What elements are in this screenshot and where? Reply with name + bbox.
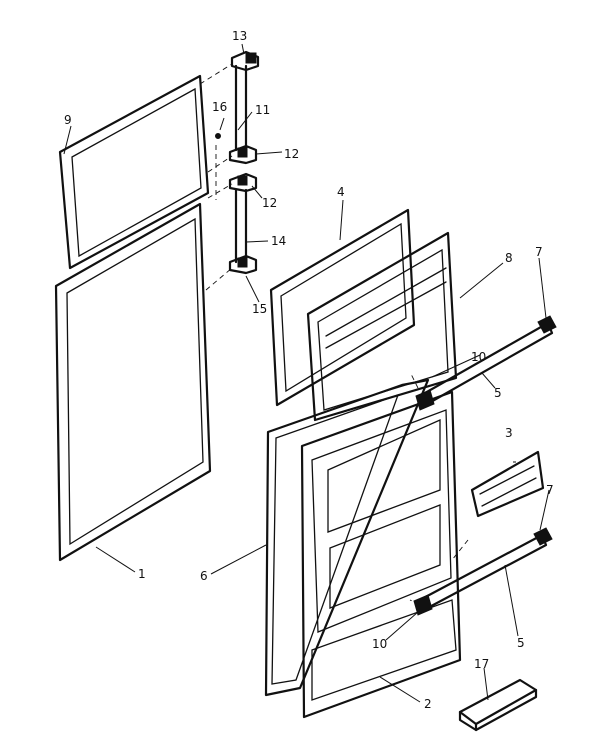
hinge-assembly — [215, 50, 260, 275]
part-7-upper-end-cap — [537, 315, 557, 334]
part-7-lower-end-cap — [533, 527, 553, 546]
label-part-13: 13 — [232, 29, 247, 43]
part-13-top-hinge — [230, 50, 260, 72]
label-part-3: 3 — [505, 426, 513, 440]
part-12-upper-hinge — [228, 144, 258, 165]
part-17-butter-compartment — [458, 678, 538, 732]
label-part-11: 11 — [255, 103, 270, 117]
part-2-fresh-food-door-liner — [300, 390, 462, 719]
label-part-16: 16 — [212, 100, 227, 114]
label-part-12-lower: 12 — [262, 196, 277, 210]
part-4-freezer-door-gasket — [269, 208, 416, 407]
part-11-hinge-pin — [234, 64, 248, 152]
label-part-9: 9 — [64, 113, 72, 127]
label-part-15: 15 — [252, 302, 267, 316]
leader-lines — [63, 43, 550, 703]
part-12-lower-hinge — [228, 172, 258, 193]
part-5-upper-shelf-bar — [416, 321, 554, 409]
part-9-freezer-gasket — [58, 74, 210, 270]
part-16-screw — [215, 133, 221, 139]
label-part-14: 14 — [271, 234, 286, 248]
part-10-lower-end-cap — [413, 594, 433, 616]
label-part-17: 17 — [474, 657, 489, 671]
part-10-upper-end-cap — [415, 389, 435, 411]
label-part-5-lower: 5 — [517, 636, 525, 650]
label-part-8: 8 — [505, 251, 513, 265]
label-part-7-upper: 7 — [535, 245, 543, 259]
label-part-1: 1 — [138, 567, 146, 581]
part-6-fresh-food-door-gasket — [264, 378, 430, 697]
part-3-dairy-bin — [470, 450, 545, 518]
label-part-5-upper: 5 — [494, 386, 502, 400]
alignment-lines — [199, 63, 469, 609]
label-part-10-upper: 10 — [471, 350, 486, 364]
label-part-7-lower: 7 — [546, 483, 554, 497]
part-8-freezer-door-liner — [306, 231, 458, 422]
part-5-lower-shelf-bar — [414, 533, 548, 614]
label-part-2: 2 — [424, 697, 432, 711]
part-1-fresh-food-gasket — [54, 202, 212, 562]
label-part-12-upper: 12 — [284, 147, 299, 161]
part-15-bottom-hinge — [228, 254, 258, 275]
part-14-hinge-pin — [234, 188, 248, 264]
label-part-10-lower: 10 — [372, 637, 387, 651]
label-part-6: 6 — [200, 569, 208, 583]
part-number-labels: 9 1 13 16 11 12 12 14 15 4 8 7 10 5 6 3 … — [64, 29, 554, 711]
label-part-4: 4 — [337, 185, 345, 199]
lower-shelf-bar-assembly — [413, 527, 553, 616]
